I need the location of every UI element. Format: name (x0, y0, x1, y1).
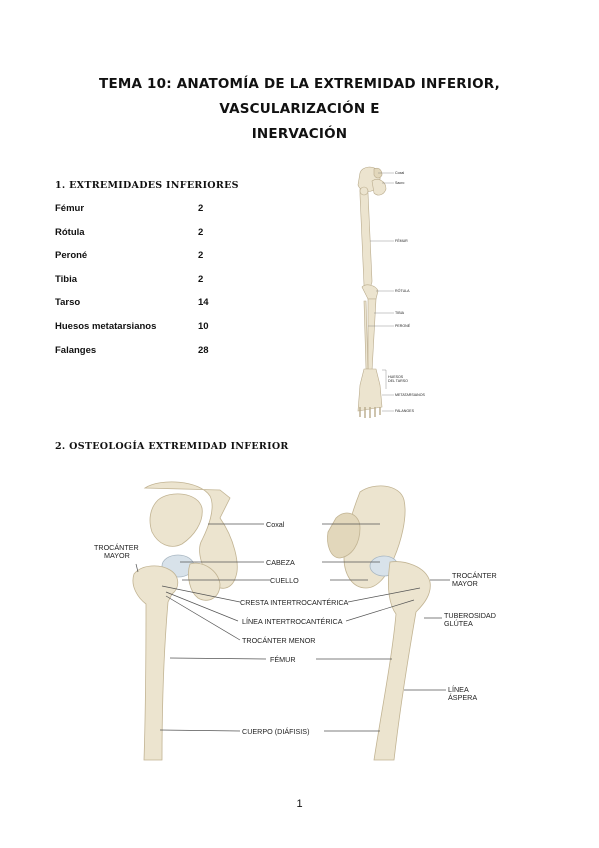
label-trocanter-menor: TROCÁNTER MENOR (242, 636, 315, 645)
label-linea-intertrocanterica: LÍNEA INTERTROCANTÉRICA (242, 617, 343, 626)
bone-row: Peroné 2 (55, 250, 255, 274)
bone-count: 14 (198, 297, 209, 309)
label-cuello: CUELLO (270, 576, 299, 585)
section-1-heading: 1. EXTREMIDADES INFERIORES (55, 180, 239, 191)
bone-name: Huesos metatarsianos (55, 320, 157, 332)
label-rotula-small: RÓTULA (395, 288, 410, 293)
label-tuberosidad-glutea-l1: TUBEROSIDAD (444, 611, 496, 620)
label-cuerpo-diafisis: CUERPO (DIÁFISIS) (242, 727, 310, 736)
bone-count: 10 (198, 320, 209, 332)
label-perone-small: PERONÉ (395, 323, 411, 328)
label-linea-aspera-l1: LÍNEA (448, 685, 469, 694)
bone-count: 2 (198, 273, 204, 285)
lower-limb-skeleton-figure: Coxal Sacro FÉMUR RÓTULA TIBIA PERONÉ HU… (338, 163, 448, 421)
label-linea-aspera-l2: ÁSPERA (448, 693, 477, 702)
label-trocanter-mayor-left-l1: TROCÁNTER (94, 543, 139, 552)
bone-name: Rótula (55, 226, 85, 238)
label-femur-small: FÉMUR (395, 238, 408, 243)
label-coxal: Coxal (266, 520, 285, 529)
bone-name: Tibia (55, 273, 77, 285)
bone-row: Huesos metatarsianos 10 (55, 321, 255, 345)
label-trocanter-mayor-left-l2: MAYOR (104, 551, 130, 560)
label-cabeza: CABEZA (266, 558, 295, 567)
label-coxal-small: Coxal (395, 171, 404, 175)
section-2-heading: 2. OSTEOLOGÍA EXTREMIDAD INFERIOR (55, 441, 289, 452)
bone-count: 2 (198, 203, 204, 214)
label-tuberosidad-glutea-l2: GLÚTEA (444, 619, 473, 628)
page-title: TEMA 10: ANATOMÍA DE LA EXTREMIDAD INFER… (40, 72, 559, 147)
lower-limb-skeleton-illustration: Coxal Sacro FÉMUR RÓTULA TIBIA PERONÉ HU… (357, 166, 426, 418)
label-metatarsianos-small: METATARSIANOS (395, 393, 426, 397)
label-tibia-small: TIBIA (395, 311, 405, 315)
bone-count: 28 (198, 344, 209, 356)
bone-name: Falanges (55, 344, 97, 356)
bone-name: Peroné (55, 250, 88, 262)
label-sacro-small: Sacro (395, 181, 404, 185)
title-line-2: INERVACIÓN (251, 126, 348, 142)
label-tarso-line1: HUESOS (388, 375, 404, 379)
bone-count-list: Fémur 2 Rótula 2 Peroné 2 Tibia 2 Tarso 14 Hu… (55, 203, 255, 368)
bone-count: 2 (198, 226, 204, 238)
hip-femur-illustration: Coxal CABEZA CUELLO CRESTA INTERTROCANTÉ… (94, 481, 497, 761)
bone-row: Tibia 2 (55, 274, 255, 298)
bone-count: 2 (198, 250, 204, 262)
label-tarso-line2: DEL TARSO (388, 379, 408, 383)
page-number: 1 (296, 798, 303, 810)
bone-row: Falanges 28 (55, 345, 255, 369)
bone-row: Fémur 2 (55, 203, 255, 227)
bone-name: Fémur (55, 203, 85, 214)
label-trocanter-mayor-right-l1: TROCÁNTER (452, 571, 497, 580)
bone-name: Tarso (55, 297, 81, 309)
label-cresta-intertrocanterica: CRESTA INTERTROCANTÉRICA (240, 598, 349, 607)
title-line-1: TEMA 10: ANATOMÍA DE LA EXTREMIDAD INFER… (99, 76, 500, 117)
bone-row: Rótula 2 (55, 227, 255, 251)
label-falanges-small: FALANGES (395, 409, 415, 413)
label-femur: FÉMUR (270, 655, 296, 664)
bone-row: Tarso 14 (55, 297, 255, 321)
label-trocanter-mayor-right-l2: MAYOR (452, 579, 478, 588)
hip-femur-figure: Coxal CABEZA CUELLO CRESTA INTERTROCANTÉ… (90, 478, 520, 763)
